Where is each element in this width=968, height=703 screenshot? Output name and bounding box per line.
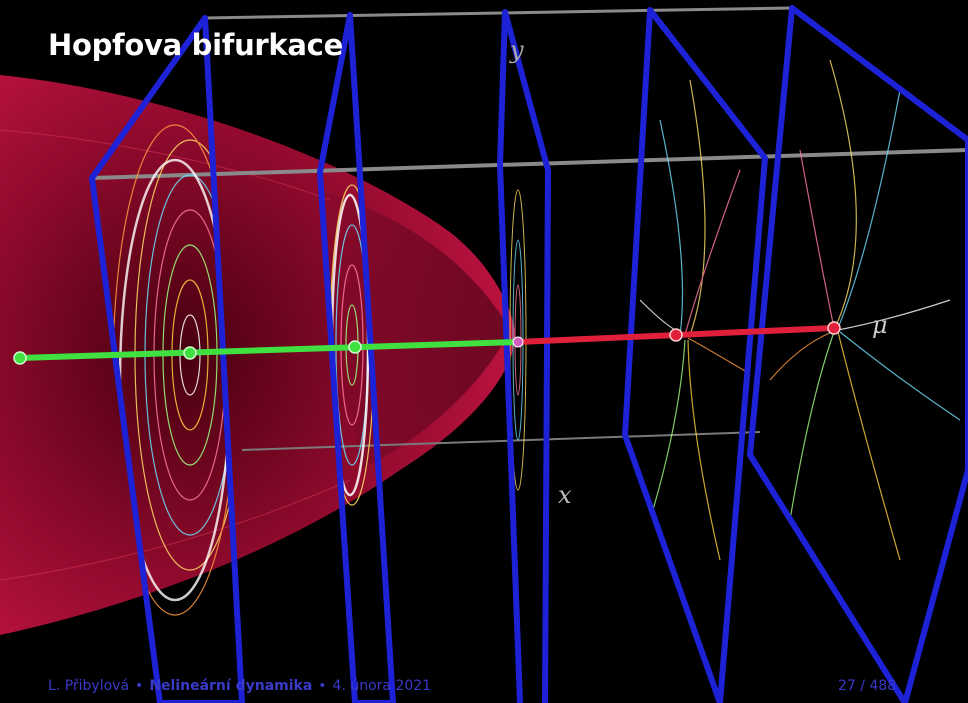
footer-author: L. Přibylová <box>48 678 130 694</box>
footer-course: Nelineární dynamika <box>149 678 313 694</box>
page-total: 488 <box>869 678 897 694</box>
axis-label-mu: μ <box>872 311 888 339</box>
frame-rails <box>91 6 968 451</box>
equilibrium-branch-stable <box>13 339 521 365</box>
page-number: 27 <box>838 678 856 694</box>
slide-title: Hopfova bifurkace <box>48 28 343 62</box>
phase-plane-4 <box>622 7 768 703</box>
axis-label-x: x <box>558 481 572 509</box>
footer-separator: • <box>318 678 327 694</box>
equilibrium-branch-unstable <box>515 321 841 345</box>
footer-info: L. Přibylová • Nelineární dynamika • 4. únor… <box>48 678 431 694</box>
phase-plane-5 <box>747 5 968 703</box>
axis-label-y: y <box>509 36 524 64</box>
slide-footer: L. Přibylová • Nelineární dynamika • 4. únor… <box>0 676 968 700</box>
footer-date: 4. února 2021 <box>332 678 432 694</box>
phase-plane-3 <box>497 9 551 703</box>
page-counter: 27 / 488 <box>838 678 897 694</box>
footer-separator: • <box>135 678 144 694</box>
hopf-point <box>512 336 524 348</box>
